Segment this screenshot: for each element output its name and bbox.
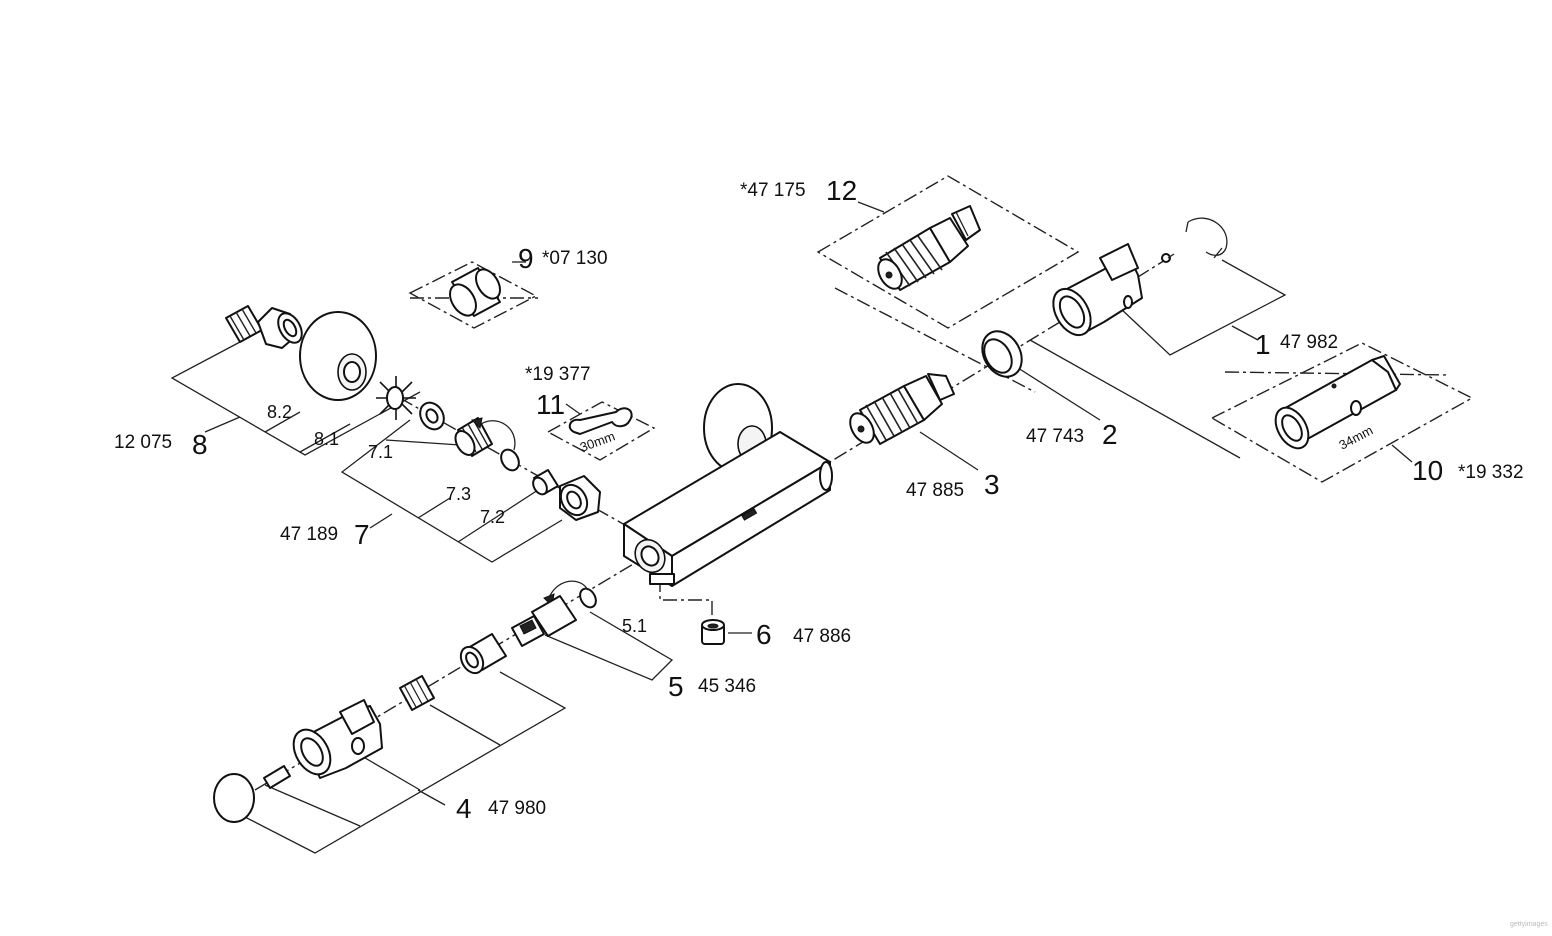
part-6-number: 6 [756, 619, 772, 650]
part-1-code: 47 982 [1280, 332, 1338, 353]
part-2-number: 2 [1102, 419, 1118, 450]
part-4-code: 47 980 [488, 798, 546, 819]
part-9-number: 9 [518, 243, 534, 274]
sleeve-size-label: 34mm [1336, 422, 1375, 452]
part-11-code: *19 377 [525, 364, 591, 385]
part-10-sleeve-tool-drawing: 34mm [1274, 355, 1401, 453]
part-7-connection-set-drawing [419, 401, 601, 521]
part-12-number: 12 [826, 175, 857, 206]
part-labels: *47 175 12 9 *07 130 1 47 982 *19 377 11… [114, 175, 1524, 824]
mixer-body-drawing [623, 383, 833, 587]
part-4-handle-set-drawing [213, 633, 507, 823]
part-5-cartridge-drawing [511, 580, 597, 647]
part-10-code: *19 332 [1458, 462, 1524, 483]
part-5-number: 5 [668, 671, 684, 702]
axis-lines [254, 256, 1451, 791]
watermark: gettyimages [1510, 921, 1548, 928]
part-12-cartridge-drawing [877, 205, 981, 291]
part-8-code: 12 075 [114, 432, 172, 453]
part-2-code: 47 743 [1026, 426, 1084, 447]
subpart-8-2-label: 8.2 [267, 402, 292, 422]
subpart-8-1-label: 8.1 [314, 429, 339, 449]
part-2-ring-drawing [981, 330, 1023, 378]
part-7-number: 7 [354, 519, 370, 550]
part-8-number: 8 [192, 429, 208, 460]
subpart-7-3-label: 7.3 [446, 484, 471, 504]
part-4-number: 4 [456, 793, 472, 824]
part-3-cartridge-drawing [849, 373, 955, 445]
part-3-number: 3 [984, 469, 1000, 500]
part-6-code: 47 886 [793, 626, 851, 647]
part-7-code: 47 189 [280, 524, 338, 545]
part-3-code: 47 885 [906, 480, 964, 501]
callout-lines [170, 175, 1474, 854]
subpart-5-1-label: 5.1 [622, 616, 647, 636]
subpart-7-2-label: 7.2 [480, 507, 505, 527]
part-5-code: 45 346 [698, 676, 756, 697]
part-1-number: 1 [1255, 329, 1271, 360]
part-11-number: 11 [536, 389, 565, 420]
part-1-handle-drawing [1052, 217, 1228, 337]
part-9-code: *07 130 [542, 248, 608, 269]
subpart-7-1-label: 7.1 [368, 442, 393, 462]
part-12-code: *47 175 [740, 180, 806, 201]
part-6-nipple-drawing [701, 619, 725, 645]
part-8-connector-drawing [225, 305, 416, 420]
part-9-adapter-drawing [449, 267, 501, 317]
part-10-number: 10 [1412, 455, 1443, 486]
